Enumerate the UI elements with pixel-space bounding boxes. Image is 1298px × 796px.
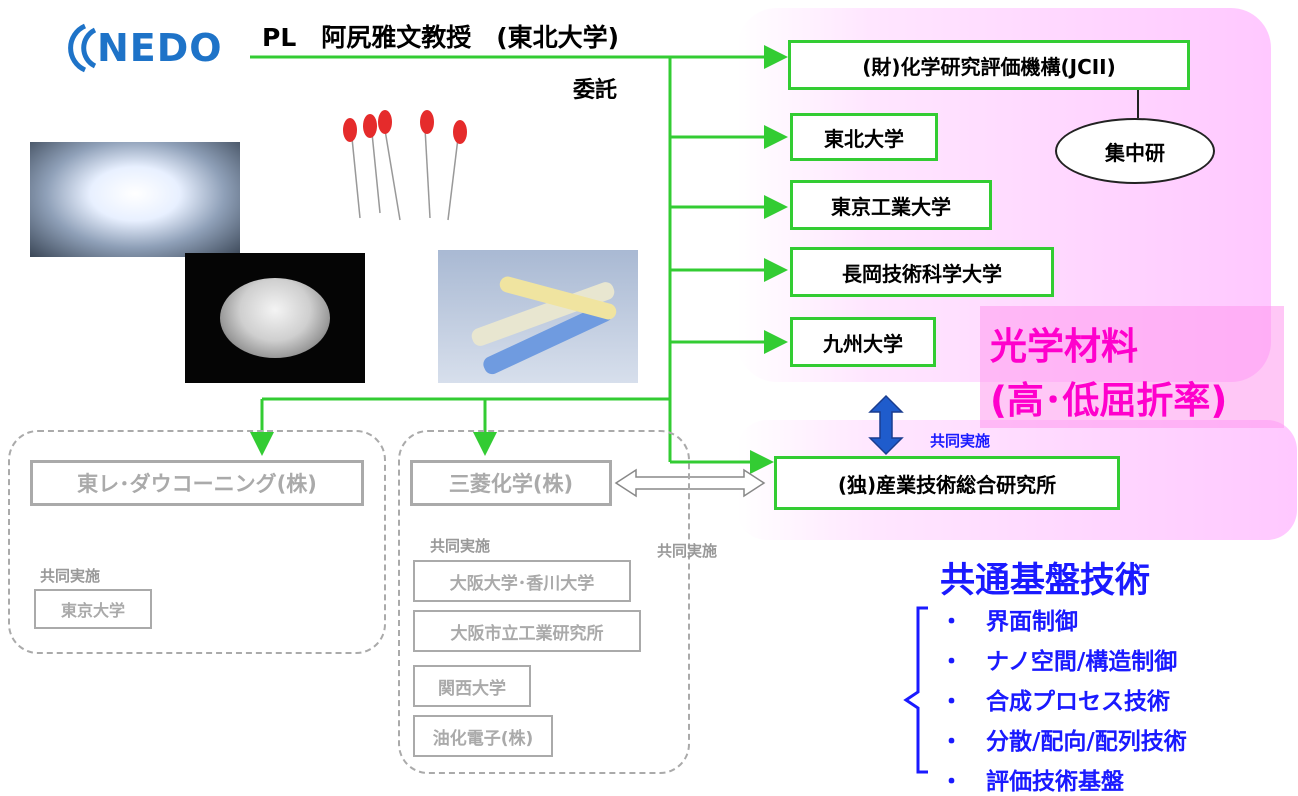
tech-item-evaluation: ・ 評価技術基盤 — [940, 769, 1124, 795]
optical-material-title: 光学材料 — [990, 325, 1138, 368]
company-mitsubishi: 三菱化学(株) — [410, 460, 612, 506]
lens-photo — [185, 253, 365, 383]
org-kyushu: 九州大学 — [790, 317, 936, 367]
logo-arcs-icon — [68, 23, 97, 73]
org-tohoku: 東北大学 — [790, 113, 938, 161]
org-jcii: (財)化学研究評価機構(JCII) — [788, 40, 1190, 90]
nedo-logo: NEDO — [55, 22, 235, 74]
between-joint-label: 共同実施 — [657, 542, 718, 560]
joint-label-blue: 共同実施 — [930, 432, 991, 450]
mitsubishi-group — [398, 430, 690, 774]
partner-yuka-denshi: 油化電子(株) — [413, 715, 553, 757]
partner-osaka-city-inst: 大阪市立工業研究所 — [413, 610, 641, 652]
led-glow-photo — [30, 142, 240, 257]
partner-tokyo-univ: 東京大学 — [34, 589, 152, 629]
tech-item-synthesis: ・ 合成プロセス技術 — [940, 689, 1170, 715]
tech-item-nano: ・ ナノ空間/構造制御 — [940, 649, 1178, 675]
org-tokyo-tech: 東京工業大学 — [790, 180, 992, 230]
org-aist: (独)産業技術総合研究所 — [774, 456, 1120, 510]
joint-double-arrow — [868, 394, 904, 456]
optical-material-subtitle: (高･低屈折率) — [990, 379, 1228, 422]
itaku-label: 委託 — [573, 78, 618, 103]
partner-osaka-kagawa: 大阪大学･香川大学 — [413, 560, 631, 602]
red-led-photo — [343, 110, 467, 221]
logo-text: NEDO — [97, 26, 223, 70]
toray-joint-label: 共同実施 — [40, 567, 101, 585]
toray-group — [8, 430, 386, 654]
company-toray: 東レ･ダウコーニング(株) — [30, 460, 364, 506]
tech-item-interface: ・ 界面制御 — [940, 609, 1078, 635]
pl-label: PL 阿尻雅文教授 (東北大学) — [262, 23, 620, 52]
common-tech-title: 共通基盤技術 — [940, 561, 1151, 601]
mitsubishi-joint-label: 共同実施 — [430, 537, 491, 555]
org-nagaoka: 長岡技術科学大学 — [790, 247, 1054, 297]
tech-item-dispersion: ・ 分散/配向/配列技術 — [940, 729, 1187, 755]
shuchuken-ellipse: 集中研 — [1055, 118, 1215, 184]
rods-photo — [438, 250, 638, 383]
partner-kansai-univ: 関西大学 — [413, 665, 531, 707]
hollow-double-arrow — [614, 468, 766, 498]
list-bracket — [903, 606, 928, 774]
optical-material-highlight — [980, 306, 1284, 428]
